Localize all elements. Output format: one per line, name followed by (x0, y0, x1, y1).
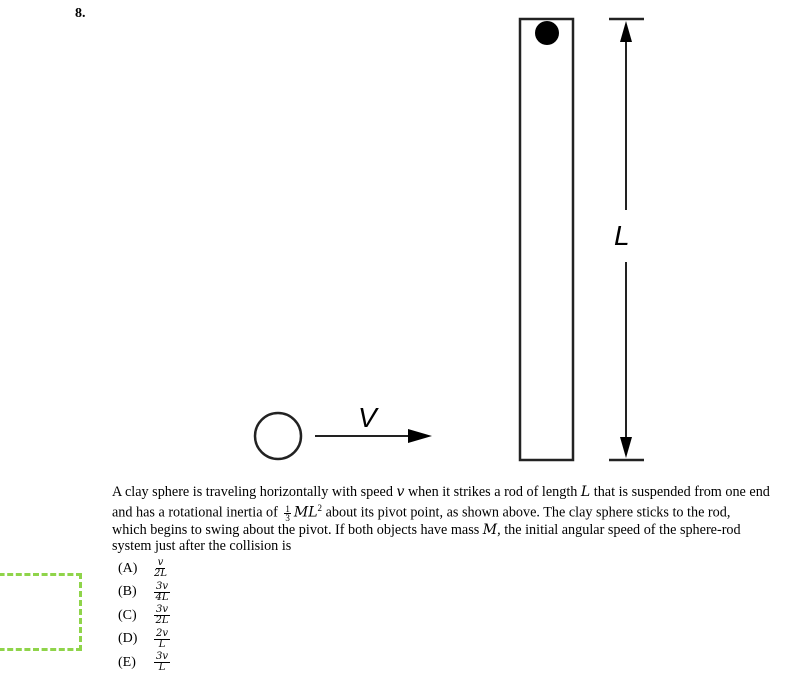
question-stem: A clay sphere is traveling horizontally … (112, 484, 802, 554)
velocity-label: V (358, 402, 377, 433)
stem-line-3: which begins to swing about the pivot. I… (112, 521, 741, 538)
arrowhead-up-icon (620, 21, 632, 42)
highlight-dashed-box (0, 573, 82, 651)
choice-label: (B) (118, 584, 137, 600)
clay-sphere (253, 411, 303, 461)
rod-sphere-diagram (253, 17, 644, 462)
length-label: L (614, 220, 630, 251)
pivot-dot (535, 21, 559, 45)
rod (518, 17, 575, 462)
stem-line-4: system just after the collision is (112, 537, 292, 554)
choice-label: (D) (118, 631, 138, 647)
velocity-arrowhead-icon (408, 429, 432, 443)
choice-label: (A) (118, 560, 138, 576)
question-number: 8. (75, 6, 86, 21)
stem-line-1: A clay sphere is traveling horizontally … (112, 484, 770, 500)
arrowhead-down-icon (620, 437, 632, 458)
choice-label: (E) (118, 654, 136, 670)
choice-label: (C) (118, 607, 137, 623)
